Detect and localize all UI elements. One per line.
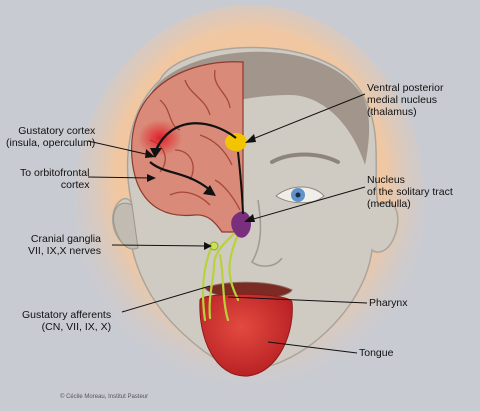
label-solitary-tract: Nucleus of the solitary tract (medulla)	[367, 174, 453, 210]
leader-pharynx	[227, 296, 368, 304]
leader-gustatory-afferents	[121, 285, 211, 313]
leader-tongue	[267, 341, 358, 354]
label-line: (thalamus)	[367, 106, 417, 118]
label-line: (insula, operculum)	[6, 137, 96, 149]
thalamus-nucleus	[225, 133, 247, 151]
medulla-to-thalamus-path	[237, 151, 244, 215]
label-line: (CN, VII, IX, X)	[41, 321, 112, 333]
leader-orbitofrontal	[87, 176, 151, 179]
credit-text: © Cécile Moreau, Institut Pasteur	[60, 394, 149, 400]
leader-arrowheads	[145, 134, 256, 250]
leader-solitary	[249, 186, 366, 221]
solitary-nucleus	[231, 211, 252, 238]
label-line: of the solitary tract	[367, 186, 453, 198]
brain-section	[131, 61, 244, 233]
label-line: (medulla)	[367, 198, 411, 210]
arrow-cranial-ganglia	[204, 242, 212, 250]
label-line: Gustatory afferents	[22, 309, 112, 321]
arrow-gustatory-cortex	[145, 149, 155, 158]
leader-cranial-ganglia	[111, 244, 209, 247]
cortex-to-orbitofrontal-path	[149, 161, 211, 191]
orbitofrontal-arrowhead	[203, 185, 216, 196]
eyebrow	[270, 152, 340, 164]
label-line: Ventral posterior	[367, 82, 444, 94]
label-line: Nucleus	[367, 174, 405, 186]
nerve-pathway	[201, 226, 242, 322]
label-cranial-ganglia: Cranial ganglia VII, IX,X nerves	[28, 233, 101, 257]
label-gustatory-cortex: Gustatory cortex (insula, operculum)	[6, 125, 95, 149]
eye-pupil	[295, 192, 301, 198]
label-thalamus: Ventral posterior medial nucleus (thalam…	[367, 82, 443, 118]
label-tongue: Tongue	[359, 347, 394, 359]
gustatory-cortex-hotspot	[138, 120, 182, 156]
tongue-shape	[199, 293, 293, 377]
leader-thalamus	[249, 93, 366, 141]
label-line: VII, IX,X nerves	[28, 245, 101, 257]
leader-gustatory-cortex	[87, 140, 151, 156]
label-line: To orbitofrontal	[20, 167, 90, 179]
label-pharynx: Pharynx	[369, 297, 408, 309]
leader-lines	[87, 93, 368, 354]
arrow-solitary	[244, 214, 255, 222]
label-orbitofrontal: To orbitofrontal cortex	[20, 167, 89, 191]
label-line: Gustatory cortex	[18, 125, 96, 137]
label-gustatory-afferents: Gustatory afferents (CN, VII, IX, X)	[22, 309, 111, 333]
label-line: Cranial ganglia	[30, 233, 101, 245]
arrow-orbitofrontal	[147, 174, 156, 182]
label-line: cortex	[60, 179, 90, 191]
thalamus-to-cortex-path	[155, 122, 237, 151]
arrow-thalamus	[245, 134, 256, 143]
label-line: medial nucleus	[367, 94, 438, 106]
thalamus-to-cortex-arrowhead	[150, 148, 162, 158]
ear	[113, 202, 139, 250]
nose	[250, 199, 283, 267]
